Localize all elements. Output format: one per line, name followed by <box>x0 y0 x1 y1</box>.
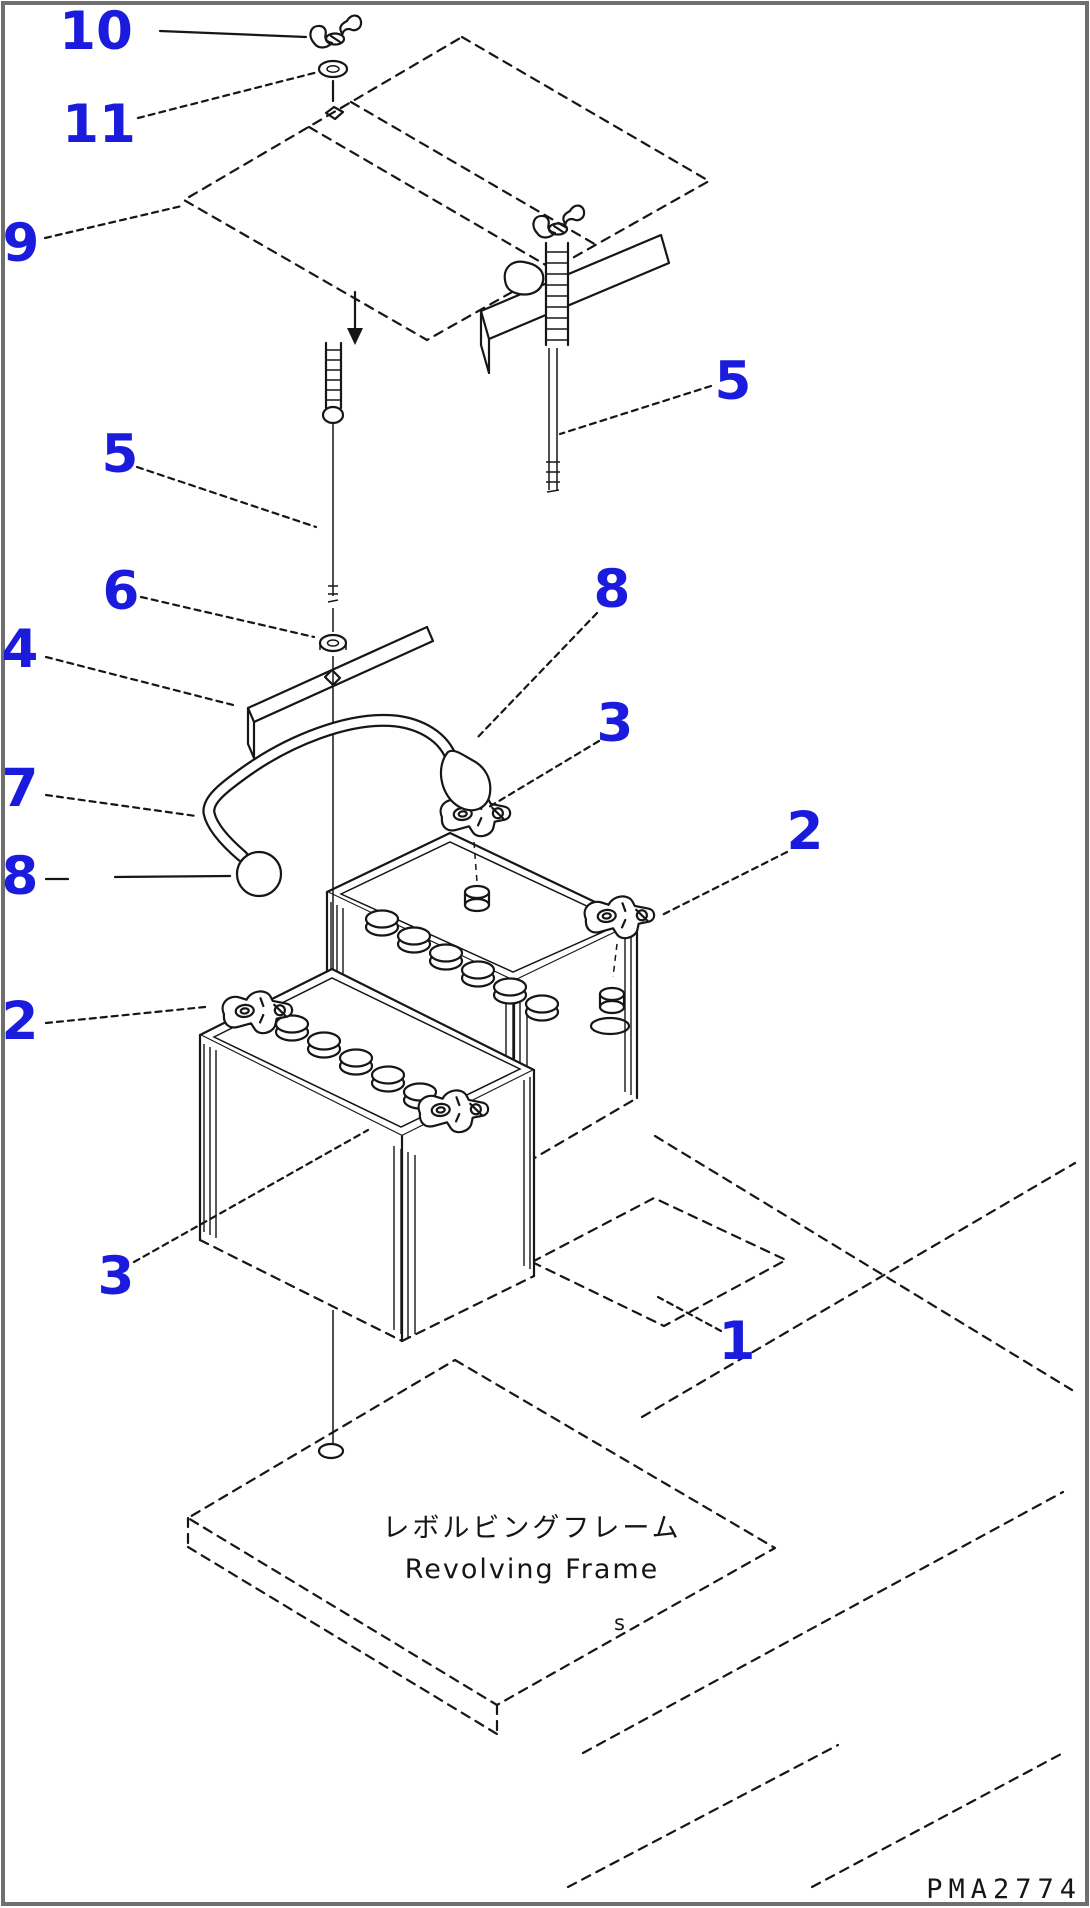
battery-cable <box>202 713 492 898</box>
callout-2-right: 2 <box>787 801 824 862</box>
rod-foot-icon <box>317 1442 345 1460</box>
hold-down-rod-right <box>532 204 586 493</box>
frame-label-english: Revolving Frame <box>405 1554 660 1585</box>
callout-5-left: 5 <box>102 424 139 485</box>
callout-9: 9 <box>3 213 40 274</box>
callout-11: 11 <box>62 94 136 155</box>
post-pad <box>589 1016 631 1036</box>
deck-edge-lines <box>566 1134 1077 1889</box>
nut-icon <box>318 633 348 653</box>
callout-8-right: 8 <box>594 559 631 620</box>
revolving-frame-plate <box>186 1358 777 1736</box>
hold-down-bracket-left <box>246 625 435 760</box>
battery-front <box>198 967 536 1343</box>
hold-down-rod-left-upper <box>321 341 345 632</box>
rod-ball-collar <box>321 405 345 425</box>
hold-down-bracket-right <box>479 233 671 375</box>
callout-3-left: 3 <box>98 1246 135 1307</box>
bracket-hole <box>323 668 342 687</box>
battery-cover <box>182 35 711 342</box>
callout-7: 7 <box>2 758 39 819</box>
callout-10: 10 <box>59 1 133 62</box>
callout-1: 1 <box>719 1311 756 1372</box>
down-arrow-icon <box>347 290 363 345</box>
leader-lines <box>43 29 789 1333</box>
wing-nut-icon <box>309 14 363 49</box>
square-hole-icon <box>324 105 345 121</box>
callout-5-right: 5 <box>715 351 752 412</box>
stray-mark: s <box>614 1611 625 1635</box>
callout-3-right: 3 <box>597 693 634 754</box>
battery-base-outline <box>530 1196 788 1328</box>
terminal-clamp-floating-3 <box>438 790 514 883</box>
cable-boot-right <box>439 749 492 812</box>
drawing-number: PMA2774 <box>926 1874 1082 1905</box>
washer-icon <box>317 59 349 79</box>
callout-4: 4 <box>2 619 39 680</box>
terminal-clamp-floating-2 <box>582 892 658 978</box>
callout-8-left: 8 <box>2 846 39 907</box>
frame-label-japanese: レボルビングフレーム <box>382 1513 681 1544</box>
callout-2-left: 2 <box>2 991 39 1052</box>
callout-6: 6 <box>103 561 140 622</box>
cable-boot-left <box>235 850 283 898</box>
hold-down-rod-left-lower <box>317 1310 345 1460</box>
bracket-clip <box>503 260 545 296</box>
